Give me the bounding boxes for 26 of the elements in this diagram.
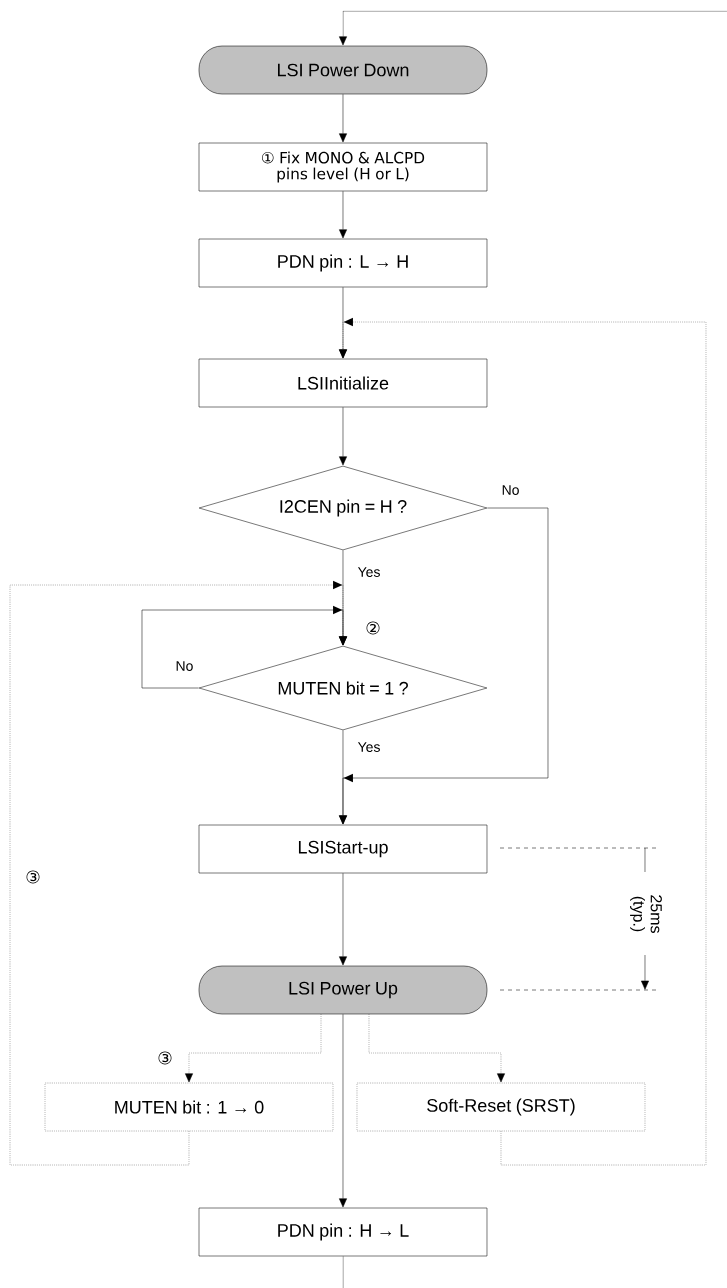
edge-label: Yes — [356, 740, 382, 754]
process-box: PDN pin : L → H — [198, 238, 488, 288]
arrow — [339, 507, 549, 825]
dimension-label: 25ms (typ.) — [630, 895, 662, 933]
arrow — [339, 1014, 347, 1208]
arrow — [9, 580, 347, 1166]
arrow — [339, 10, 727, 46]
process-box: ① Fix MONO & ALCPD pins level (H or L) — [198, 142, 488, 192]
process-box: LSIInitialize — [198, 358, 488, 408]
process-box: LSIStart-up — [198, 824, 488, 874]
callout-number: ③ — [26, 870, 40, 884]
arrow — [339, 191, 347, 239]
process-box: PDN pin : H → L — [198, 1207, 488, 1257]
arrow — [339, 317, 707, 1166]
arrow — [368, 1014, 505, 1083]
arrow — [339, 873, 347, 966]
edge-label: Yes — [356, 565, 382, 579]
arrow — [339, 407, 347, 466]
process-box: MUTEN bit : 1 → 0 — [44, 1082, 334, 1132]
callout-number: ③ — [158, 1051, 172, 1065]
arrow — [339, 94, 347, 143]
arrow — [141, 605, 347, 689]
arrow — [185, 1014, 322, 1083]
edge-label: No — [174, 659, 195, 673]
process-box: Soft-Reset (SRST) — [356, 1082, 646, 1132]
edge-label: No — [500, 483, 521, 497]
